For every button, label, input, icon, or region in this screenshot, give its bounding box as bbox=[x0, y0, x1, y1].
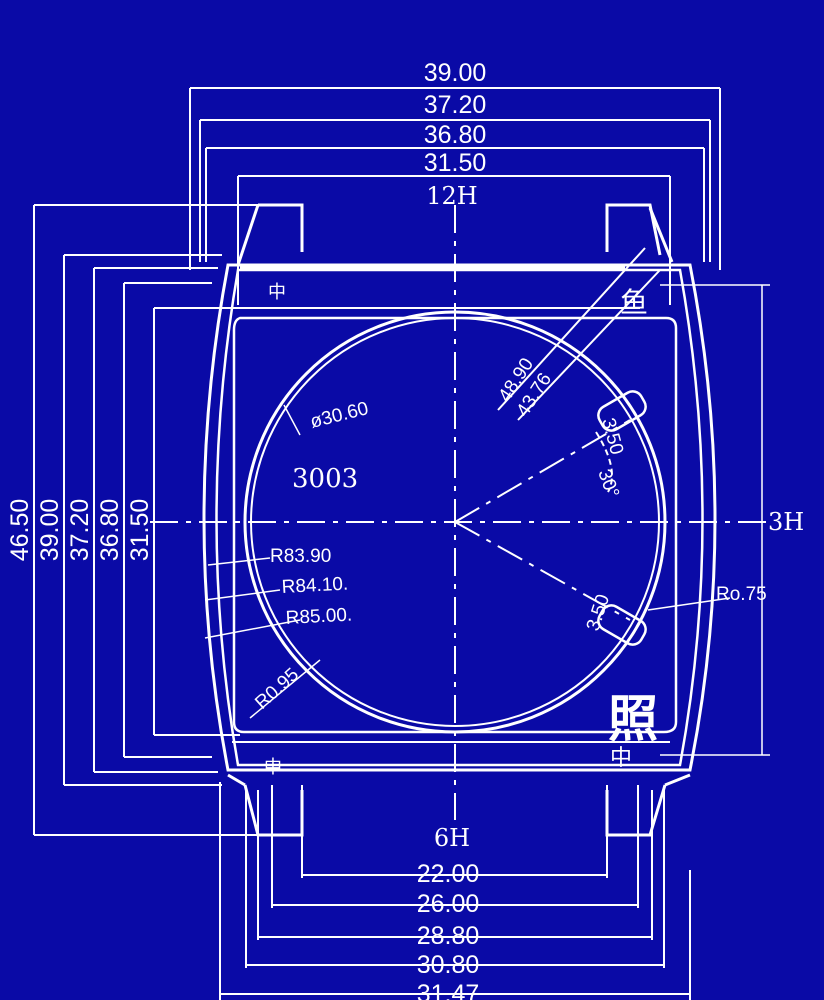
cjk-zhao: 照 bbox=[608, 689, 658, 748]
center-lines bbox=[150, 205, 770, 820]
radius-83-90: R83.90 bbox=[270, 546, 331, 567]
dim-top-39: 39.00 bbox=[424, 59, 487, 87]
radius-0-95: R0.95 bbox=[251, 664, 303, 714]
label-12h: 12H bbox=[426, 182, 477, 210]
dim-bottom-30-8: 30.80 bbox=[417, 951, 480, 979]
lugs-top bbox=[236, 203, 674, 266]
lug-bottom-3-50: 3.50 bbox=[583, 592, 614, 634]
angle-30: 30° bbox=[593, 467, 623, 501]
model-number: 3003 bbox=[292, 464, 358, 494]
radius-84-10: R84.10. bbox=[281, 574, 349, 598]
dim-top-36-8: 36.80 bbox=[424, 121, 487, 149]
radius-0-75: Ro.75 bbox=[716, 584, 767, 605]
dim-bottom-28-8: 28.80 bbox=[417, 922, 480, 950]
dial-diameter-label: ø30.60 bbox=[308, 398, 370, 433]
dim-left-39: 39.00 bbox=[36, 499, 64, 562]
label-3h: 3H bbox=[768, 508, 804, 536]
cjk-zhong-bottom-right: 中 bbox=[610, 746, 632, 771]
dim-left-37-2: 37.20 bbox=[66, 499, 94, 562]
label-6h: 6H bbox=[434, 824, 470, 852]
radius-85-00: R85.00. bbox=[285, 605, 353, 629]
dim-bottom-26: 26.00 bbox=[417, 890, 480, 918]
dim-top-37-2: 37.20 bbox=[424, 91, 487, 119]
dim-top-31-5: 31.50 bbox=[424, 149, 487, 177]
dim-left-31-5: 31.50 bbox=[126, 499, 154, 562]
top-dimension-lines bbox=[189, 87, 721, 305]
cjk-zhong-bottom-left: 中 bbox=[264, 757, 282, 778]
dim-bottom-22: 22.00 bbox=[417, 860, 480, 888]
dim-left-36-8: 36.80 bbox=[96, 499, 124, 562]
lug-top-3-50: 3.50 bbox=[597, 416, 627, 457]
diagonal-dimensions bbox=[497, 247, 661, 493]
lugs-bottom bbox=[227, 773, 691, 837]
right-dimension-lines bbox=[660, 284, 770, 756]
lug-holes bbox=[597, 390, 647, 646]
dim-left-46-5: 46.50 bbox=[6, 499, 34, 562]
dim-bottom-31-47: 31.47 bbox=[417, 980, 480, 1000]
case-outline bbox=[202, 263, 717, 772]
radius-leaders bbox=[204, 404, 731, 719]
cjk-zhong-top: 中 bbox=[268, 282, 286, 303]
cjk-yu: 鱼 bbox=[620, 286, 648, 319]
